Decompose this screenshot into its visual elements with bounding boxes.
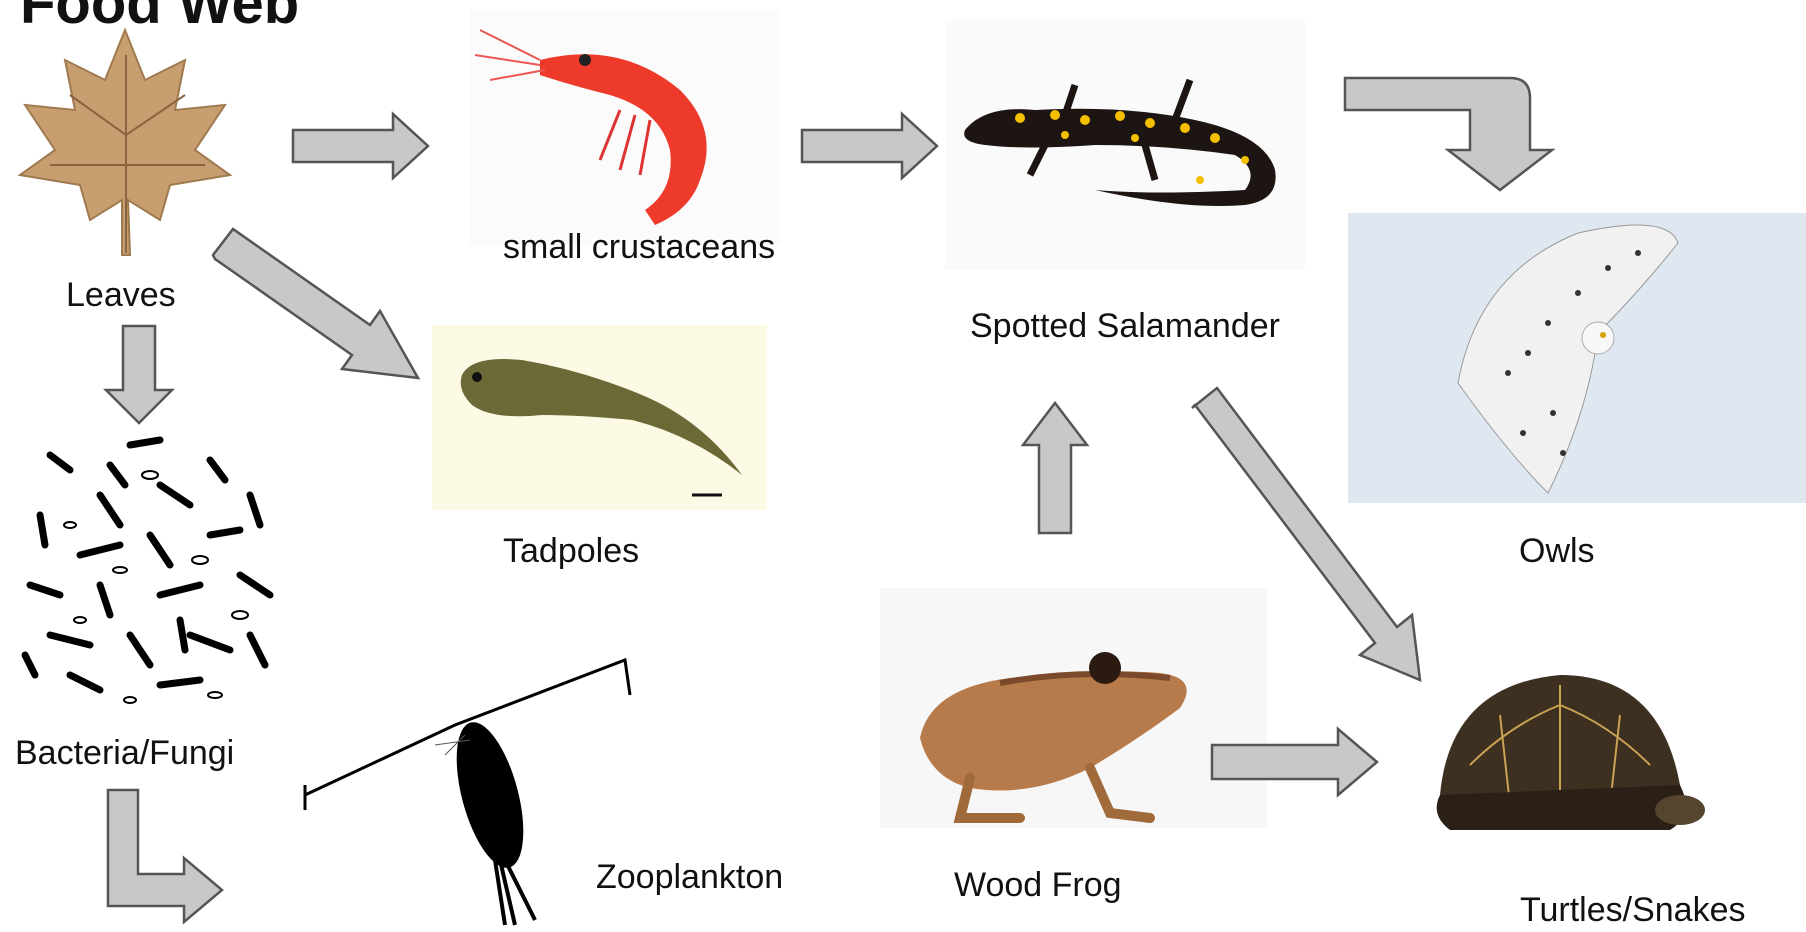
- arrow-leaves-to-bacteria: [106, 326, 172, 423]
- arrow-frog-to-turtles: [1212, 729, 1377, 795]
- label-bacteria-fungi: Bacteria/Fungi: [15, 734, 234, 773]
- arrow-leaves-to-crustaceans: [293, 114, 428, 178]
- label-turtles-snakes: Turtles/Snakes: [1520, 891, 1746, 930]
- arrow-crustaceans-to-salamander: [802, 114, 937, 178]
- label-leaves: Leaves: [66, 276, 176, 315]
- arrow-leaves-to-tadpoles: [213, 229, 418, 378]
- arrow-frog-to-salamander: [1023, 403, 1087, 533]
- label-wood-frog: Wood Frog: [954, 866, 1122, 905]
- label-owls: Owls: [1519, 532, 1595, 571]
- label-zooplankton: Zooplankton: [596, 858, 783, 897]
- arrow-salamander-to-owls: [1345, 78, 1552, 190]
- label-small-crustaceans: small crustaceans: [503, 228, 775, 267]
- arrow-bacteria-to-zooplankton: [108, 790, 222, 922]
- label-spotted-salamander: Spotted Salamander: [970, 307, 1280, 346]
- label-tadpoles: Tadpoles: [503, 532, 639, 571]
- arrow-salamander-to-turtles: [1192, 388, 1420, 680]
